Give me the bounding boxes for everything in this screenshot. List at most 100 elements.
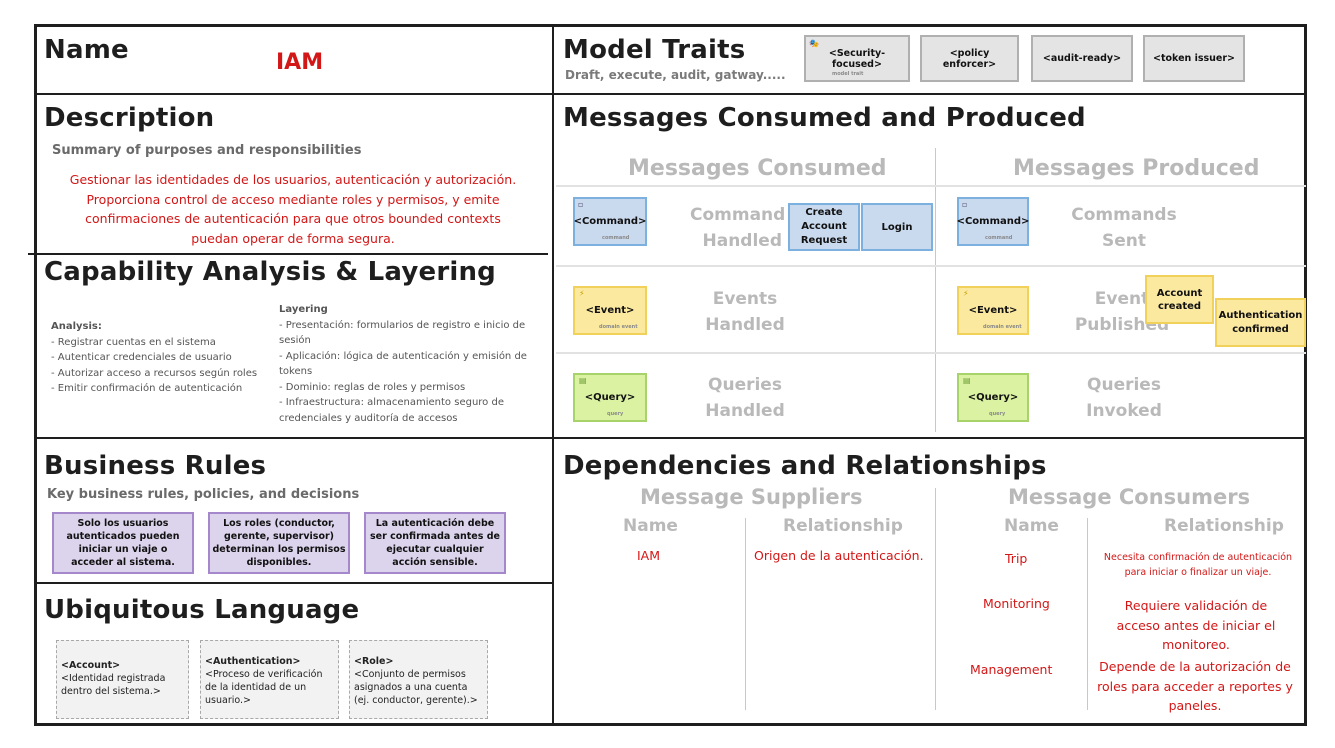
trait-label: <token issuer> xyxy=(1152,53,1236,64)
consumer-name: Trip xyxy=(1005,551,1028,566)
command-handled-label: Command Handled xyxy=(690,202,786,254)
model-traits-heading: Model Traits xyxy=(563,35,746,65)
consumer-name: Management xyxy=(970,662,1053,677)
command-type-sticky[interactable]: ▫ <Command> command xyxy=(573,197,647,246)
sticky-label: <Query> xyxy=(584,392,636,403)
label-line: Queries xyxy=(708,375,782,395)
trait-audit-ready[interactable]: <audit-ready> xyxy=(1031,35,1133,82)
description-line: puedan operar de forma segura. xyxy=(191,230,395,246)
analysis-block: Analysis: - Registrar cuentas en el sist… xyxy=(51,319,257,397)
trait-policy-enforcer[interactable]: <policy enforcer> xyxy=(920,35,1019,82)
masks-icon: 🎭 xyxy=(809,39,819,48)
business-rules-subtitle: Key business rules, policies, and decisi… xyxy=(47,487,360,502)
consumers-name-col: Name xyxy=(1004,516,1059,536)
consumers-inner-divider xyxy=(1087,518,1088,710)
sticky-note: query xyxy=(607,411,624,417)
suppliers-relationship-col: Relationship xyxy=(783,516,903,536)
event-type-sticky[interactable]: ⚡ <Event> domain event xyxy=(957,286,1029,335)
dependencies-column-divider xyxy=(935,488,936,710)
messages-row-divider xyxy=(556,352,1306,354)
supplier-relationship: Origen de la autenticación. xyxy=(754,548,924,563)
canvas-frame xyxy=(34,24,1307,726)
trait-label: <Security-focused> xyxy=(828,47,886,70)
analysis-title: Analysis: xyxy=(51,321,102,332)
business-rule-sticky[interactable]: La autenticación debe ser confirmada ant… xyxy=(364,512,506,574)
layering-item: sesión xyxy=(279,335,311,346)
description-heading: Description xyxy=(44,103,215,133)
trait-token-issuer[interactable]: <token issuer> xyxy=(1143,35,1245,82)
term-name: <Role> xyxy=(354,656,394,667)
sticky-label: <Command> xyxy=(956,216,1030,227)
query-type-sticky[interactable]: ▤ <Query> query xyxy=(957,373,1029,422)
event-account-created[interactable]: Account created xyxy=(1145,275,1214,324)
command-type-sticky[interactable]: ▫ <Command> command xyxy=(957,197,1029,246)
label-line: Command xyxy=(690,205,786,225)
command-create-account-request[interactable]: Create Account Request xyxy=(788,203,860,251)
messages-produced-heading: Messages Produced xyxy=(1013,156,1260,181)
query-icon: ▤ xyxy=(579,376,587,385)
consumer-relationship: Depende de la autorización de roles para… xyxy=(1097,659,1293,713)
business-rule-sticky[interactable]: Solo los usuarios autenticados pueden in… xyxy=(52,512,194,574)
sticky-label: <Event> xyxy=(585,305,635,316)
sticky-note: command xyxy=(602,235,630,241)
divider-capability xyxy=(34,437,1307,439)
trait-label: <audit-ready> xyxy=(1042,53,1122,64)
messages-column-divider xyxy=(935,148,936,432)
analysis-item: - Autorizar acceso a recursos según role… xyxy=(51,367,258,379)
sticky-note: command xyxy=(985,235,1013,241)
message-consumers-heading: Message Consumers xyxy=(1008,485,1251,509)
term-definition: <Proceso de verificación de la identidad… xyxy=(205,669,323,706)
description-line: Gestionar las identidades de los usuario… xyxy=(69,172,517,187)
analysis-item: - Registrar cuentas en el sistema xyxy=(51,336,216,348)
description-subtitle: Summary of purposes and responsibilities xyxy=(52,143,362,158)
event-label: Account created xyxy=(1156,287,1203,312)
ubiquitous-language-heading: Ubiquitous Language xyxy=(44,595,360,625)
term-card-authentication[interactable]: <Authentication> <Proceso de verificació… xyxy=(200,640,339,719)
term-card-role[interactable]: <Role> <Conjunto de permisos asignados a… xyxy=(349,640,488,719)
supplier-name: IAM xyxy=(637,548,661,563)
consumers-relationship-col: Relationship xyxy=(1164,516,1284,536)
label-line: Queries xyxy=(1087,375,1161,395)
queries-invoked-label: Queries Invoked xyxy=(1064,372,1184,424)
trait-note: model trait xyxy=(832,71,864,77)
term-card-account[interactable]: <Account> <Identidad registrada dentro d… xyxy=(56,640,189,719)
event-type-sticky[interactable]: ⚡ <Event> domain event xyxy=(573,286,647,335)
term-definition: <Conjunto de permisos asignados a una cu… xyxy=(354,669,478,706)
suppliers-name-col: Name xyxy=(623,516,678,536)
term-definition: <Identidad registrada dentro del sistema… xyxy=(61,673,166,697)
divider-name xyxy=(34,93,1307,95)
dependencies-heading: Dependencies and Relationships xyxy=(563,451,1047,481)
sticky-label: <Query> xyxy=(967,392,1019,403)
divider-description xyxy=(28,253,548,255)
description-line: confirmaciones de autenticación para que… xyxy=(85,211,501,226)
label-line: Commands xyxy=(1071,205,1177,225)
consumer-relationship: Necesita confirmación de autenticación p… xyxy=(1103,552,1293,578)
description-line: Proporciona control de acceso mediante r… xyxy=(86,191,500,207)
trait-label: <policy enforcer> xyxy=(942,47,997,70)
events-handled-label: Events Handled xyxy=(690,286,800,338)
event-authentication-confirmed[interactable]: Authentication confirmed xyxy=(1215,298,1306,347)
sticky-note: domain event xyxy=(599,324,638,330)
message-suppliers-heading: Message Suppliers xyxy=(640,485,863,509)
layering-item: tokens xyxy=(279,366,313,377)
consumer-name: Monitoring xyxy=(983,596,1050,611)
consumer-relationship: Requiere validación de acceso antes de i… xyxy=(1116,598,1276,652)
sticky-note: query xyxy=(989,411,1006,417)
analysis-item: - Emitir confirmación de autenticación xyxy=(51,383,243,394)
term-name: <Authentication> xyxy=(205,656,301,667)
trait-security-focused[interactable]: 🎭 <Security-focused> model trait xyxy=(804,35,910,82)
query-type-sticky[interactable]: ▤ <Query> query xyxy=(573,373,647,422)
term-name: <Account> xyxy=(61,660,121,671)
event-label: Authentication confirmed xyxy=(1218,309,1303,335)
business-rule-sticky[interactable]: Los roles (conductor, gerente, superviso… xyxy=(208,512,350,574)
label-line: Sent xyxy=(1101,231,1146,251)
command-label: Login xyxy=(881,221,913,233)
layering-item: - Aplicación: lógica de autenticación y … xyxy=(279,350,527,362)
name-heading: Name xyxy=(44,35,129,65)
layering-item: credenciales y auditoría de accesos xyxy=(279,412,458,424)
command-login[interactable]: Login xyxy=(861,203,933,251)
commands-sent-label: Commands Sent xyxy=(1064,202,1184,254)
layering-title: Layering xyxy=(279,304,328,315)
query-icon: ▤ xyxy=(963,376,971,385)
business-rules-heading: Business Rules xyxy=(44,451,267,481)
